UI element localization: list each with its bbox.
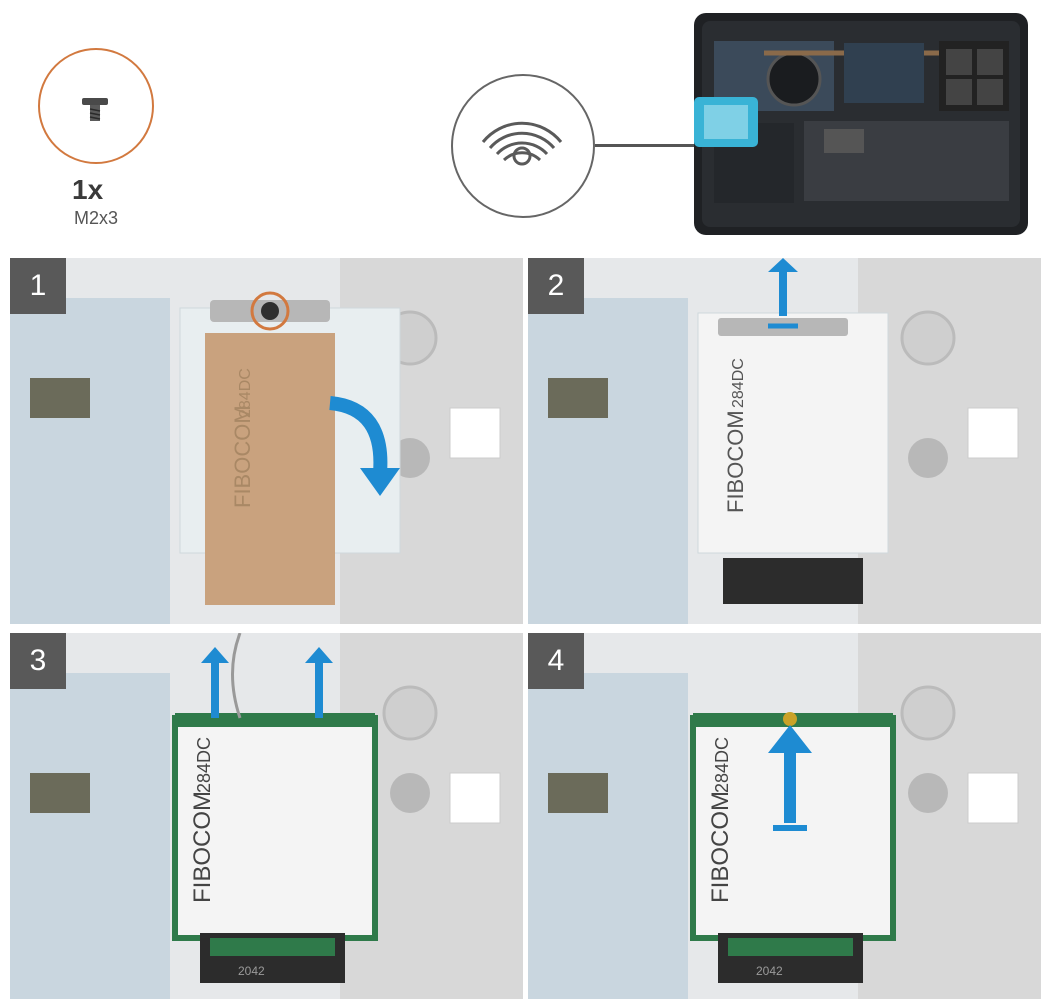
callout-connector-line — [595, 144, 725, 147]
screw-quantity: 1x — [72, 174, 104, 205]
step-2-panel: 284DC FIBOCOM 2 — [528, 258, 1041, 624]
card-brand-text-2: FIBOCOM — [723, 410, 748, 513]
card-model-text-3: 284DC — [194, 737, 214, 793]
step-1-panel: 284DC FIBOCOM 1 — [10, 258, 523, 624]
wwan-wireless-icon — [481, 121, 563, 166]
screw-icon — [82, 98, 108, 121]
screw-size: M2x3 — [74, 208, 119, 228]
step-1-illustration: 284DC FIBOCOM — [10, 258, 523, 624]
step-3-illustration: 284DC FIBOCOM 2042 — [10, 633, 523, 999]
laptop-overview-image — [694, 13, 1028, 235]
step-1-badge: 1 — [10, 258, 66, 314]
step-3-badge: 3 — [10, 633, 66, 689]
step-4-panel: 284DC FIBOCOM 2042 4 — [528, 633, 1041, 999]
card-model-text-4: 284DC — [712, 737, 732, 793]
wwan-callout-circle — [451, 74, 595, 218]
step-3-panel: 284DC FIBOCOM 2042 3 — [10, 633, 523, 999]
step-4-illustration: 284DC FIBOCOM 2042 — [528, 633, 1041, 999]
card-brand-text: FIBOCOM — [230, 405, 255, 508]
card-model-text-2: 284DC — [730, 358, 747, 408]
step-4-badge: 4 — [528, 633, 584, 689]
slot-label-4: 2042 — [756, 964, 783, 978]
slot-label-3: 2042 — [238, 964, 265, 978]
card-brand-text-3: FIBOCOM — [189, 791, 216, 903]
card-brand-text-4: FIBOCOM — [707, 791, 734, 903]
card-model-text: 284DC — [237, 368, 254, 418]
screw-callout-circle — [38, 48, 154, 164]
step-2-illustration: 284DC FIBOCOM — [528, 258, 1041, 624]
step-2-badge: 2 — [528, 258, 584, 314]
